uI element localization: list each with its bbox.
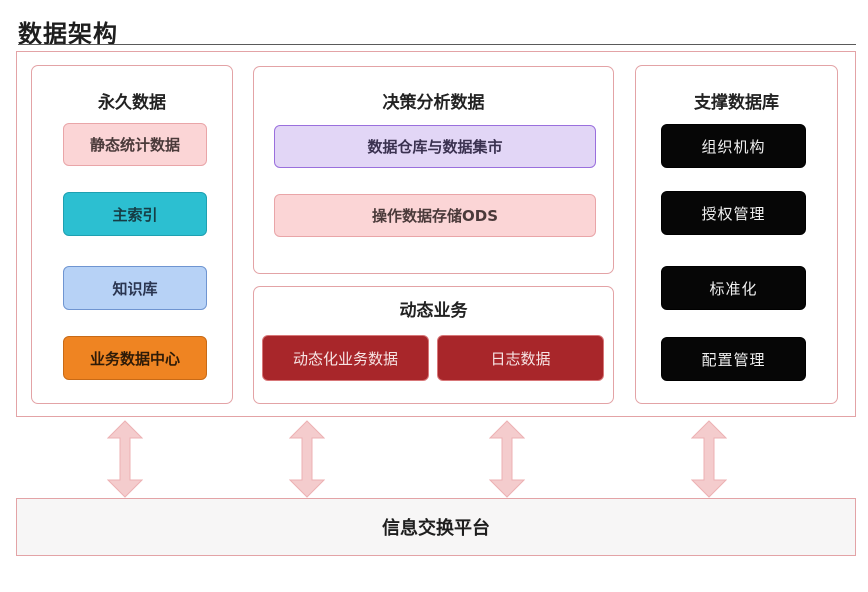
master-index-box: 主索引 (63, 192, 207, 236)
ods-box: 操作数据存储ODS (274, 194, 596, 237)
panel-title-decision: 决策分析数据 (382, 93, 485, 113)
standardization-box: 标准化 (661, 266, 806, 310)
double-arrow-icon (289, 420, 325, 498)
dynamic-business-data-box: 动态化业务数据 (262, 335, 429, 381)
panel-title-permanent: 永久数据 (98, 93, 166, 113)
platform-label: 信息交换平台 (382, 518, 490, 539)
permanent-data-panel: 永久数据 静态统计数据 主索引 知识库 业务数据中心 (31, 65, 233, 404)
log-data-box: 日志数据 (437, 335, 604, 381)
title-divider (18, 44, 856, 45)
panel-title-support: 支撑数据库 (694, 93, 779, 113)
page-title: 数据架构 (18, 20, 118, 48)
panel-title-dynamic: 动态业务 (399, 301, 468, 321)
business-data-center-box: 业务数据中心 (63, 336, 207, 380)
data-warehouse-box: 数据仓库与数据集市 (274, 125, 596, 168)
configuration-box: 配置管理 (661, 337, 806, 381)
decision-analysis-panel: 决策分析数据 数据仓库与数据集市 操作数据存储ODS (253, 66, 614, 274)
static-statistics-box: 静态统计数据 (63, 123, 207, 166)
double-arrow-icon (489, 420, 525, 498)
knowledge-base-box: 知识库 (63, 266, 207, 310)
authorization-box: 授权管理 (661, 191, 806, 235)
double-arrow-icon (691, 420, 727, 498)
support-database-panel: 支撑数据库 组织机构 授权管理 标准化 配置管理 (635, 65, 838, 404)
dynamic-business-panel: 动态业务 动态化业务数据 日志数据 (253, 286, 614, 404)
double-arrow-icon (107, 420, 143, 498)
organization-box: 组织机构 (661, 124, 806, 168)
info-exchange-platform: 信息交换平台 (16, 498, 856, 556)
